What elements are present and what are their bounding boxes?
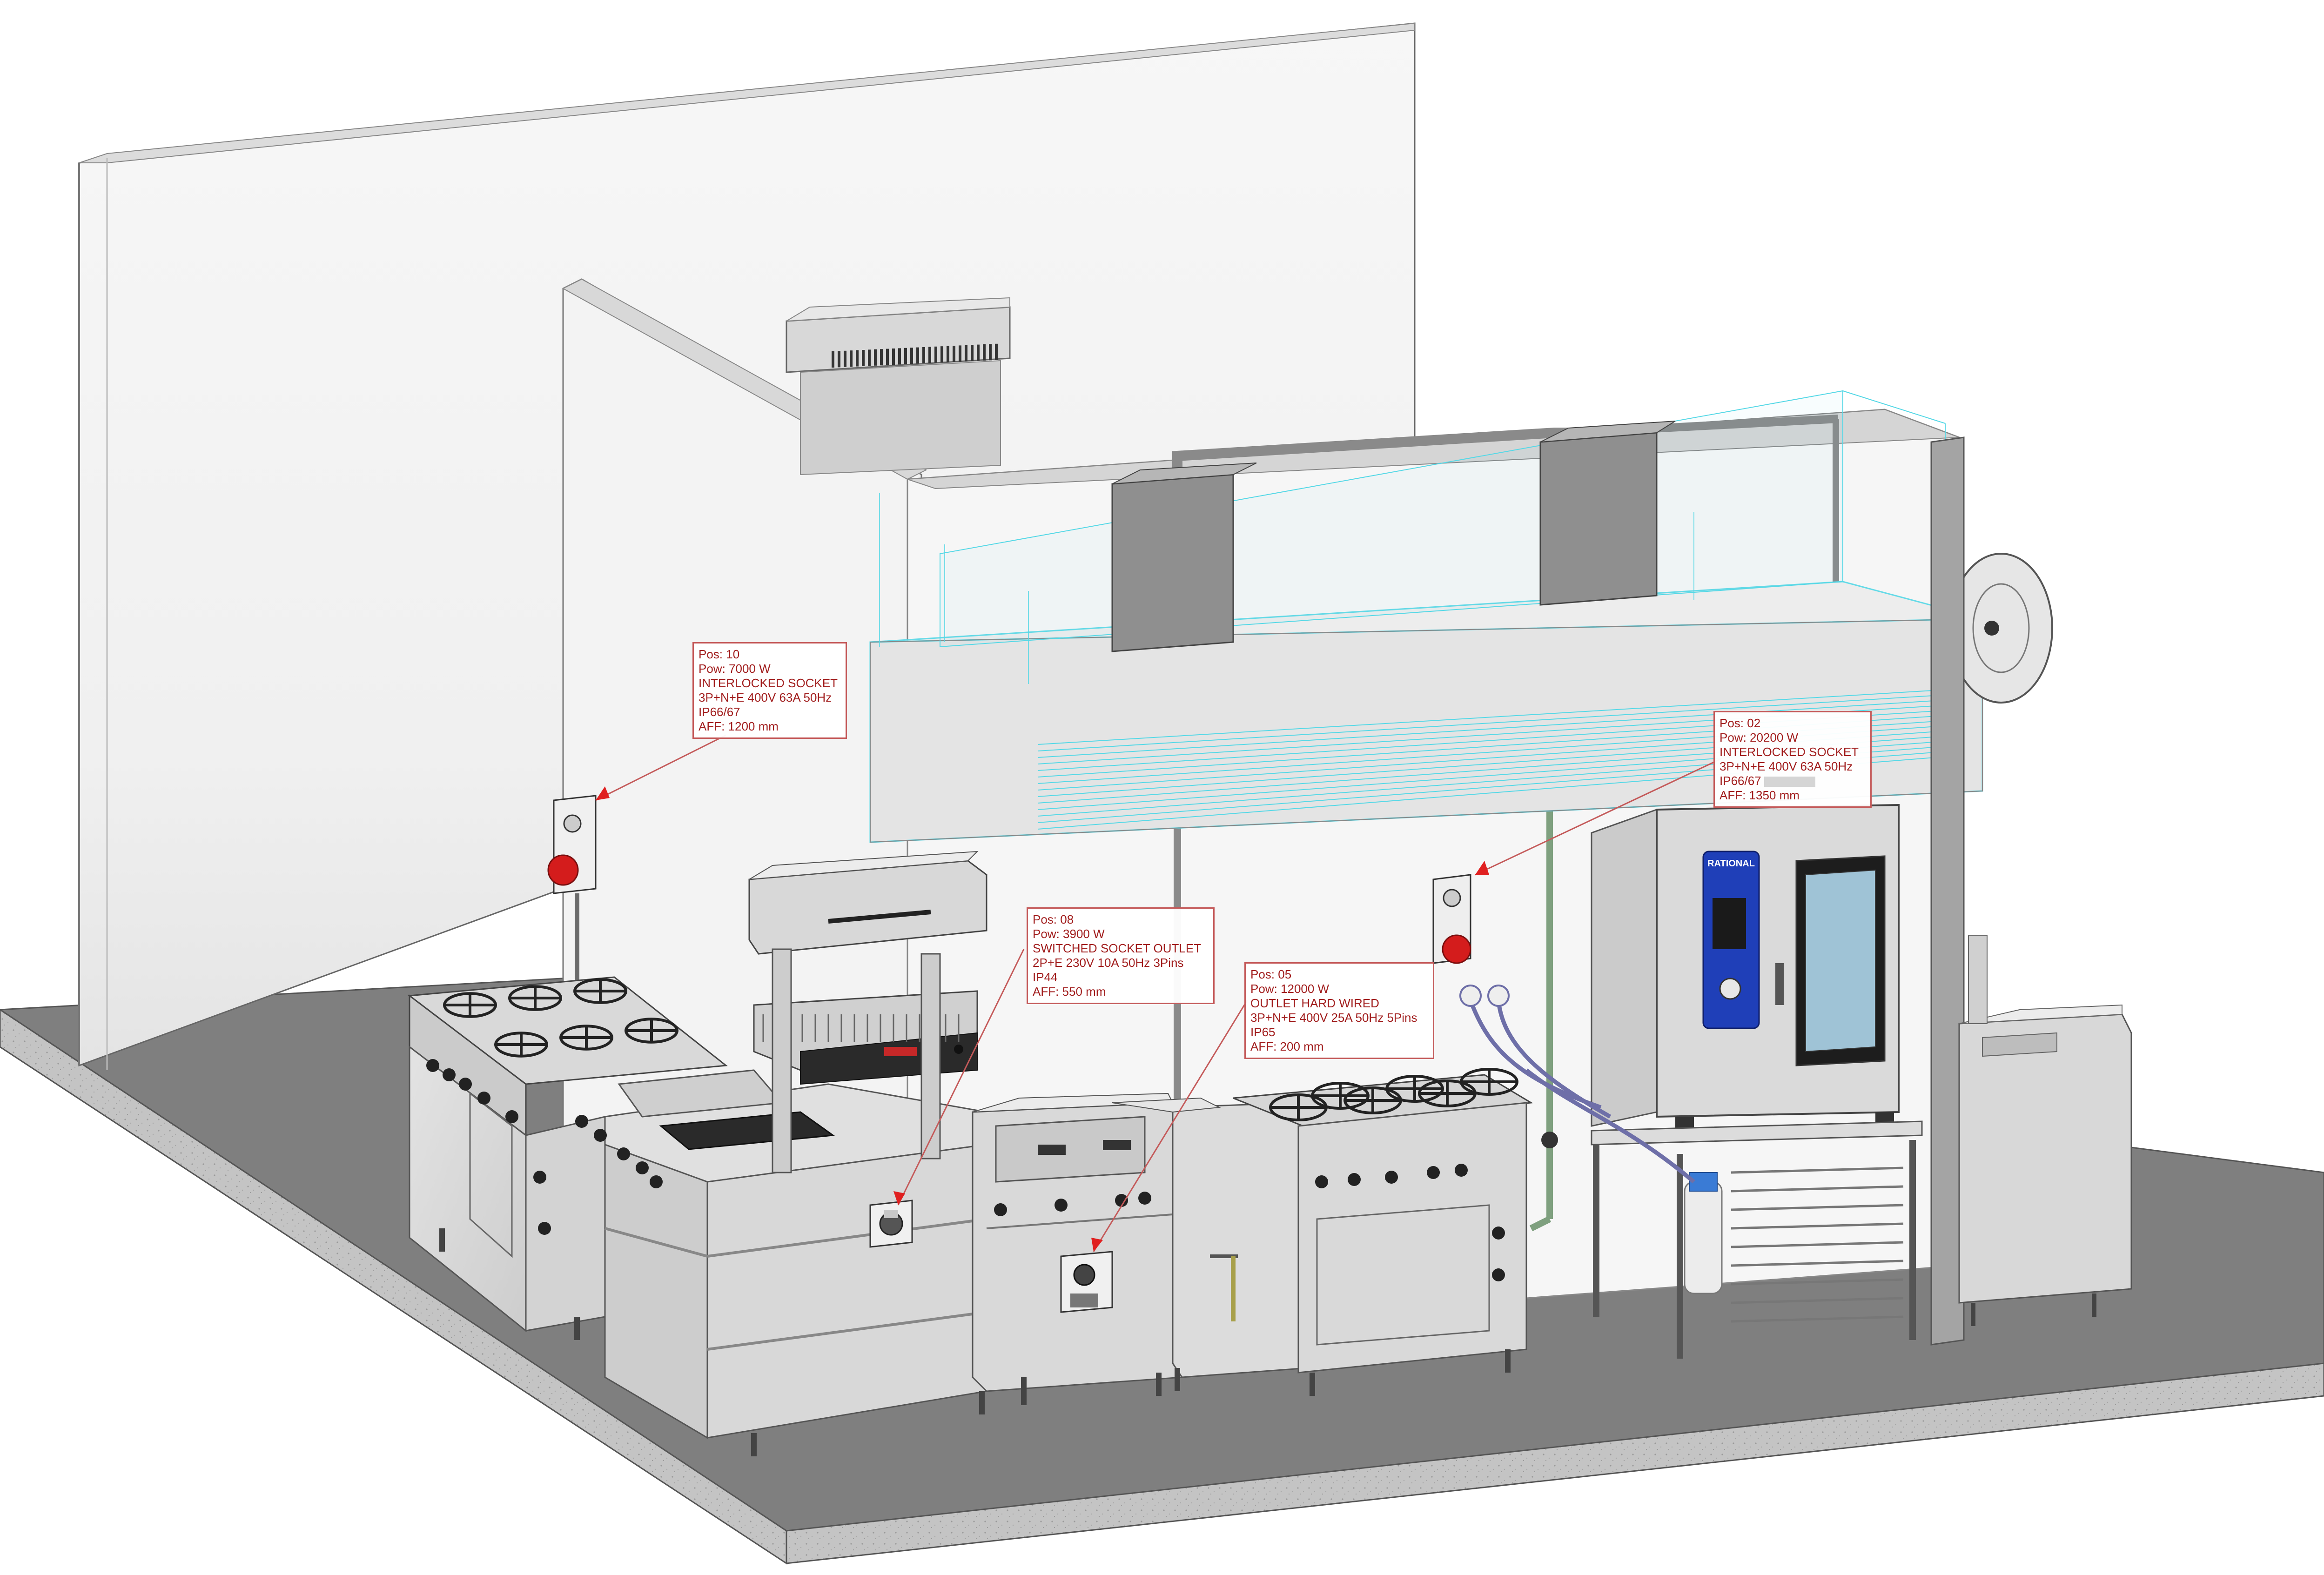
support-column [1930, 436, 1965, 1346]
control-knob [994, 1203, 1007, 1216]
rack-rail [1731, 1241, 1904, 1248]
water-hoses [1468, 999, 1695, 1184]
label-line: IP66/67 [1719, 774, 1866, 788]
control-knob [1427, 1166, 1440, 1179]
label-line: Pos: 02 [1719, 716, 1761, 730]
label-line: Pow: 7000 W [699, 662, 771, 676]
gas-range-right [1233, 1068, 1533, 1396]
label-line: INTERLOCKED SOCKET [1719, 745, 1859, 759]
rack-rail [1731, 1166, 1904, 1174]
extraction-hood [869, 390, 2053, 843]
control-knob [426, 1059, 439, 1072]
label-line: IP66/67 [699, 705, 740, 719]
control-knob [1348, 1173, 1361, 1186]
label-line: 3P+N+E 400V 63A 50Hz [699, 690, 832, 704]
oven-stand [1591, 1120, 1923, 1359]
label-line: IP65 [1250, 1025, 1276, 1039]
rack-rail [1731, 1297, 1904, 1304]
label-line: OUTLET HARD WIRED [1250, 996, 1379, 1010]
label-line: SWITCHED SOCKET OUTLET [1033, 941, 1202, 955]
label-line: INTERLOCKED SOCKET [699, 676, 838, 690]
label-line: 3P+N+E 400V 63A 50Hz [1719, 759, 1853, 773]
label-line: 2P+E 230V 10A 50Hz 3Pins [1033, 956, 1184, 970]
rack-rail [1731, 1260, 1904, 1267]
label-line: AFF: 1200 mm [699, 719, 779, 733]
control-knob [443, 1068, 456, 1081]
hood-filter-line [1037, 698, 1964, 758]
control-knob [1492, 1268, 1505, 1281]
combi-oven: RATIONAL [1591, 804, 1900, 1135]
label-pos-10: Pos: 10 Pow: 7000 W INTERLOCKED SOCKET 3… [692, 642, 847, 739]
label-line: 3P+N+E 400V 25A 50Hz 5Pins [1250, 1011, 1417, 1025]
label-line: AFF: 550 mm [1033, 985, 1106, 999]
leader-arrows [596, 786, 1489, 1252]
interlocked-socket-icon [547, 795, 597, 996]
rack-rail [1731, 1315, 1904, 1323]
label-line: AFF: 200 mm [1250, 1039, 1324, 1053]
hood-filter-line [1037, 688, 1964, 745]
water-valves [1459, 985, 1558, 1148]
control-knob [477, 1092, 490, 1105]
control-knob [459, 1078, 472, 1091]
control-knob [617, 1147, 630, 1160]
control-knob [575, 1115, 588, 1128]
label-line: Pos: 08 [1033, 912, 1074, 926]
gas-pipe [1529, 810, 1553, 1232]
control-knob [1385, 1171, 1398, 1184]
label-line: Pow: 3900 W [1033, 927, 1105, 941]
fryer-module [972, 1092, 1183, 1405]
control-knob [650, 1175, 663, 1188]
control-knob [1492, 1226, 1505, 1240]
salamander-grill [748, 851, 987, 1173]
redaction-bar [1764, 777, 1815, 787]
control-knob [1138, 1192, 1151, 1205]
interlocked-socket-icon [1432, 874, 1471, 964]
leader-lines [595, 734, 1722, 1252]
control-knob [1055, 1199, 1068, 1212]
label-line: Pos: 05 [1250, 967, 1292, 981]
control-knob [538, 1222, 551, 1235]
control-knob [1315, 1175, 1328, 1188]
control-knob [636, 1161, 649, 1174]
neutral-module [1112, 1097, 1309, 1391]
wall-ventilation-unit [786, 297, 1011, 476]
label-pos-05: Pos: 05 Pow: 12000 W OUTLET HARD WIRED 3… [1244, 962, 1434, 1059]
label-line: IP44 [1033, 970, 1058, 984]
control-knob [1115, 1194, 1128, 1207]
label-line: Pow: 12000 W [1250, 982, 1330, 996]
oven-brand-logo: RATIONAL [1707, 858, 1755, 869]
control-knob [533, 1171, 546, 1184]
gas-range-left [408, 976, 728, 1340]
label-line: AFF: 1350 mm [1719, 788, 1800, 802]
hand-sink [1958, 935, 2132, 1326]
label-pos-08: Pos: 08 Pow: 3900 W SWITCHED SOCKET OUTL… [1027, 907, 1215, 1004]
rack-rail [1731, 1185, 1904, 1193]
control-knob [594, 1129, 607, 1142]
hardwired-outlet-icon [1060, 1251, 1113, 1313]
control-knob [505, 1110, 518, 1123]
label-pos-02: Pos: 02 Pow: 20200 W INTERLOCKED SOCKET … [1713, 711, 1872, 808]
rack-rail [1731, 1278, 1904, 1286]
rack-rail [1731, 1204, 1904, 1211]
hood-filter-line [1037, 693, 1964, 751]
label-line-ip: IP66/67 [1719, 774, 1761, 788]
label-line: Pos: 10 [699, 647, 740, 661]
label-line: Pow: 20200 W [1719, 731, 1799, 744]
switched-socket-icon [869, 1200, 913, 1248]
combi-oven-control-panel-icon: RATIONAL [1702, 851, 1760, 1029]
rack-rail [1731, 1222, 1904, 1230]
control-knob [1455, 1164, 1468, 1177]
